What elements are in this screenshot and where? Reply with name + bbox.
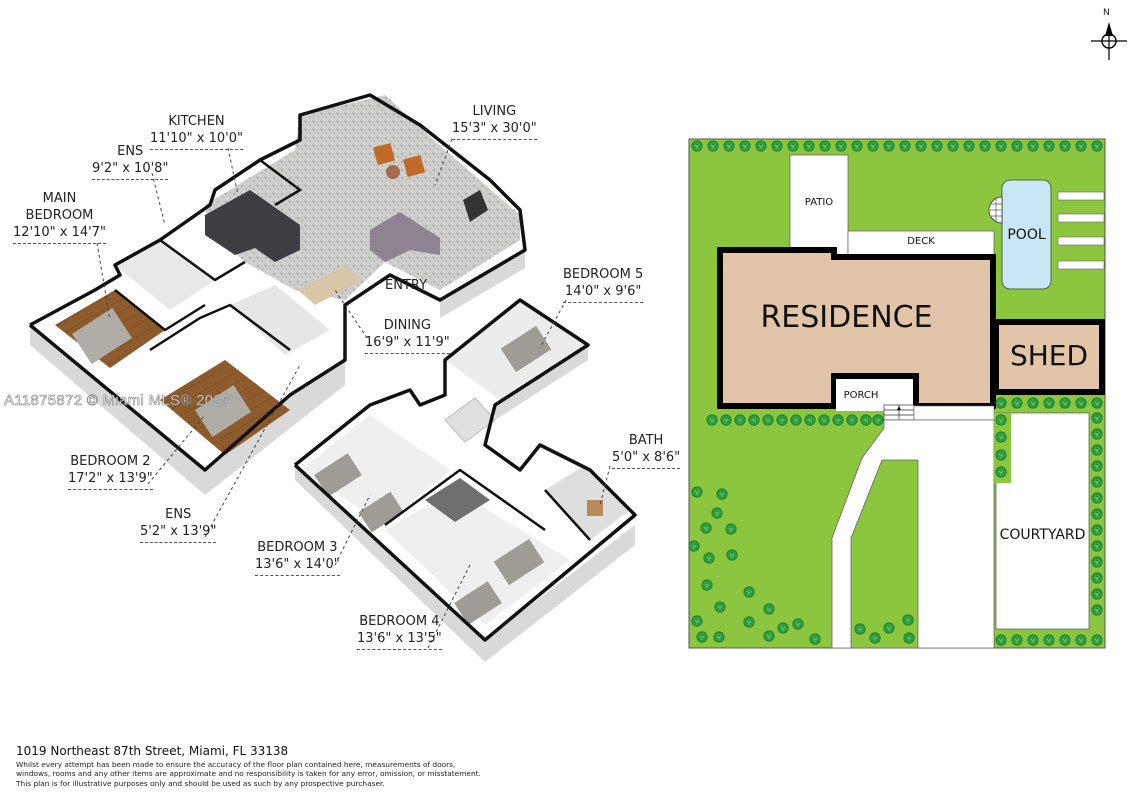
bedroom4-bed bbox=[493, 538, 545, 586]
property-address: 1019 Northeast 87th Street, Miami, FL 33… bbox=[16, 744, 289, 758]
courtyard bbox=[995, 412, 1090, 630]
room-label-entry: ENTRY bbox=[385, 277, 427, 294]
living-slab bbox=[440, 250, 525, 318]
patio bbox=[789, 154, 849, 256]
interior-walls bbox=[159, 238, 246, 282]
courtyard-hedge-strip bbox=[994, 413, 1011, 483]
interior-walls bbox=[114, 289, 206, 332]
interior-walls bbox=[384, 468, 546, 532]
room-name: BEDROOM 3 bbox=[257, 540, 338, 555]
room-label-kitchen: KITCHEN 11'10" x 10'0" bbox=[150, 113, 243, 150]
interior-walls bbox=[259, 159, 303, 207]
site-label-shed: SHED bbox=[1009, 339, 1089, 372]
room-name: BEDROOM 2 bbox=[70, 454, 151, 469]
closet bbox=[425, 478, 490, 522]
upper-unit-walls bbox=[28, 93, 527, 472]
bedroom3-bed bbox=[314, 453, 362, 497]
bath-vanity bbox=[587, 500, 603, 516]
room-name-line1: MAIN bbox=[42, 191, 77, 206]
room-dimensions: 5'2" x 13'9" bbox=[140, 523, 217, 543]
room-label-living: LIVING 15'3" x 30'0" bbox=[452, 103, 537, 140]
deck bbox=[847, 230, 995, 256]
room-dimensions: 5'0" x 8'6" bbox=[612, 449, 681, 469]
kitchen-counters bbox=[205, 190, 300, 262]
site-label-courtyard: COURTYARD bbox=[999, 527, 1086, 543]
pool-steps-lines bbox=[990, 199, 1002, 221]
pool-loungers bbox=[1057, 191, 1105, 270]
room-name: BEDROOM 5 bbox=[563, 267, 644, 282]
room-name: BATH bbox=[628, 433, 664, 448]
site-label-deck: DECK bbox=[907, 236, 935, 247]
room-name: ENS bbox=[117, 144, 144, 159]
room-label-bedroom5: BEDROOM 5 14'0" x 9'6" bbox=[563, 266, 644, 303]
room-name: ENTRY bbox=[385, 278, 428, 293]
entry-steps bbox=[883, 404, 915, 421]
living-armchair bbox=[402, 154, 426, 178]
bedroom4-bed bbox=[454, 581, 502, 625]
room-dimensions: 13'6" x 13'5" bbox=[357, 630, 442, 650]
north-compass: N bbox=[1088, 8, 1130, 62]
ens-floor bbox=[115, 240, 215, 310]
bedroom3-bed bbox=[358, 491, 404, 533]
leader-lines bbox=[96, 138, 611, 649]
room-dimensions: 16'9" x 11'9" bbox=[365, 334, 450, 354]
room-name: BEDROOM bbox=[25, 208, 94, 223]
room-label-dining: DINING 16'9" x 11'9" bbox=[365, 317, 450, 354]
room-dimensions: 14'0" x 9'6" bbox=[563, 283, 644, 303]
pool bbox=[1001, 179, 1052, 290]
site-label-porch: PORCH bbox=[843, 390, 879, 401]
room-label-bedroom2: BEDROOM 2 17'2" x 13'9" bbox=[68, 453, 153, 490]
room-name: LIVING bbox=[472, 104, 517, 119]
walkway bbox=[913, 405, 995, 421]
interior-walls bbox=[544, 489, 591, 541]
lower-unit-walls bbox=[293, 298, 637, 642]
room-dimensions: 15'3" x 30'0" bbox=[452, 120, 537, 140]
room-label-bedroom3: BEDROOM 3 13'6" x 14'0" bbox=[255, 539, 340, 576]
room-dimensions: 13'6" x 14'0" bbox=[255, 556, 340, 576]
bedroom4-floor bbox=[385, 490, 570, 625]
main-bedroom-bed bbox=[72, 307, 132, 365]
room-name: ENS bbox=[165, 507, 192, 522]
ens2-floor bbox=[230, 285, 330, 355]
mls-watermark: A11875872 © Miami MLS® 2025 bbox=[4, 392, 231, 410]
footer: 1019 Northeast 87th Street, Miami, FL 33… bbox=[16, 744, 486, 788]
room-dimensions: 12'10" x 14'7" bbox=[13, 224, 106, 244]
living-sofa bbox=[370, 212, 440, 262]
room-label-ens2: ENS 5'2" x 13'9" bbox=[140, 506, 217, 543]
room-label-bath: BATH 5'0" x 8'6" bbox=[612, 432, 681, 469]
room-label-ens: ENS 9'2" x 10'8" bbox=[92, 143, 169, 180]
bedroom2-bed bbox=[194, 385, 252, 437]
living-armchair bbox=[372, 142, 396, 166]
room-label-main-bedroom: MAIN BEDROOM 12'10" x 14'7" bbox=[13, 190, 106, 244]
stairs bbox=[444, 397, 496, 443]
shed bbox=[993, 319, 1105, 395]
living-tv bbox=[463, 190, 488, 222]
bedroom5-slab bbox=[495, 345, 588, 420]
bedroom5-bed bbox=[500, 325, 552, 373]
room-name: BEDROOM 4 bbox=[359, 614, 440, 629]
disclaimer: Whilst every attempt has been made to en… bbox=[16, 760, 481, 788]
dining-table bbox=[298, 265, 362, 305]
interior-walls bbox=[149, 303, 291, 352]
site-label-patio: PATIO bbox=[804, 197, 834, 208]
north-arrow-icon bbox=[1091, 22, 1127, 60]
site-label-pool: POOL bbox=[1007, 227, 1046, 243]
room-dimensions: 11'10" x 10'0" bbox=[150, 130, 243, 150]
room-dimensions: 9'2" x 10'8" bbox=[92, 160, 169, 180]
room-label-bedroom4: BEDROOM 4 13'6" x 13'5" bbox=[357, 613, 442, 650]
bedroom3-floor bbox=[300, 415, 450, 525]
entry-arrow-icon bbox=[897, 406, 901, 410]
north-label: N bbox=[1103, 8, 1110, 18]
room-name: DINING bbox=[383, 318, 431, 333]
site-label-residence: RESIDENCE bbox=[760, 300, 933, 335]
room-name: KITCHEN bbox=[168, 114, 225, 129]
driveway-median bbox=[850, 459, 919, 649]
living-side-table bbox=[386, 165, 400, 179]
room-dimensions: 17'2" x 13'9" bbox=[68, 470, 153, 490]
